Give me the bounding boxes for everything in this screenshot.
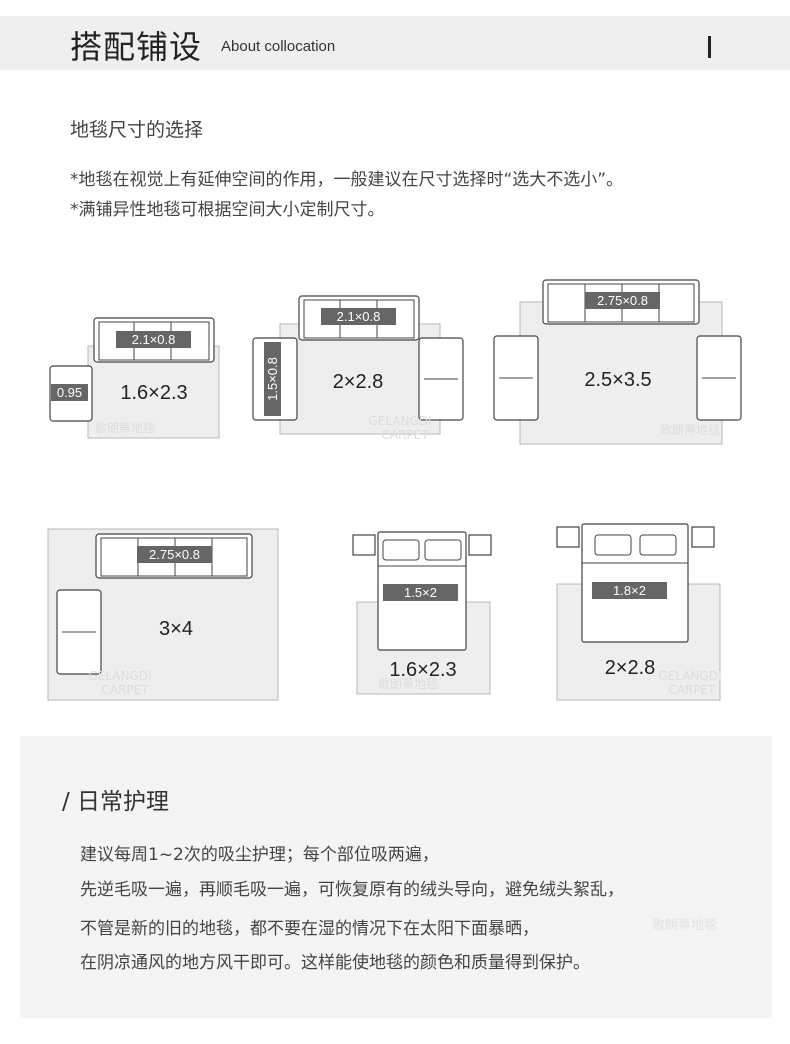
sofa-size-label: 2.75×0.8 (149, 547, 200, 562)
watermark-en-2: CARPET (381, 428, 429, 442)
watermark: 歌朗蒂地毯 (378, 676, 438, 691)
sofa-size-tag (585, 292, 660, 309)
rug-size-label: 1.6×2.3 (120, 382, 187, 404)
watermark: 歌朗蒂地毯 (660, 422, 720, 437)
nightstand-icon (352, 534, 376, 556)
chair-size-tag (51, 384, 88, 401)
side-size-label: 1.5×0.8 (265, 357, 280, 401)
sofa-seat (547, 283, 695, 323)
care-line-4: 在阴凉通风的地方风干即可。这样能使地毯的颜色和质量得到保护。 (80, 953, 590, 973)
pillow-icon (639, 534, 677, 556)
bed-size-tag (383, 584, 458, 601)
sofa-size-tag (116, 331, 191, 348)
sofa-size-label: 2.75×0.8 (597, 293, 648, 308)
sofa-size-tag (137, 546, 212, 563)
care-title: / 日常护理 (62, 789, 170, 815)
care-line-3: 不管是新的旧的地毯，都不要在湿的情况下在太阳下面暴晒， (80, 919, 539, 939)
watermark-en: GELANGDI (368, 414, 431, 428)
rug-size-label: 3×4 (159, 618, 193, 640)
header-divider (708, 36, 711, 58)
diagram-4: 2.75×0.8 3×4 GELANGDI CARPET (47, 528, 279, 701)
care-line-2: 先逆毛吸一遍，再顺毛吸一遍，可恢复原有的绒头导向，避免绒头絮乱， (80, 880, 624, 900)
watermark-en: GELANGDI (658, 669, 721, 683)
side-size-tag (264, 342, 281, 416)
rug-size-label: 2×2.8 (333, 371, 384, 393)
rug-size-label: 2.5×3.5 (584, 369, 651, 391)
page-subtitle: About collocation (221, 38, 336, 55)
rug-area (279, 323, 441, 435)
pillow-icon (594, 534, 632, 556)
watermark-en-2: CARPET (668, 683, 716, 697)
rug-size-label: 2×2.8 (605, 657, 656, 679)
nightstand-icon (691, 526, 715, 548)
watermark-en: GELANGDI (88, 669, 151, 683)
note-1: *地毯在视觉上有延伸空间的作用，一般建议在尺寸选择时“选大不选小”。 (70, 170, 624, 190)
note-2: *满铺异性地毯可根据空间大小定制尺寸。 (70, 200, 385, 220)
bed-size-tag (592, 582, 667, 599)
rug-size-diagrams: 2.1×0.8 0.95 1.6×2.3 歌朗蒂地毯 2.1×0.8 1.5×0… (47, 279, 742, 701)
diagram-5: 1.5×2 1.6×2.3 歌朗蒂地毯 (352, 531, 492, 695)
watermark: 歌朗蒂地毯 (95, 420, 155, 435)
care-line-1: 建议每周1~2次的吸尘护理；每个部位吸两遍， (80, 845, 439, 865)
care-panel: / 日常护理 建议每周1~2次的吸尘护理；每个部位吸两遍， 先逆毛吸一遍，再顺毛… (20, 736, 772, 1018)
nightstand-icon (468, 534, 492, 556)
section-title: 地毯尺寸的选择 (70, 119, 204, 141)
watermark-en-2: CARPET (101, 683, 149, 697)
pillow-icon (424, 539, 462, 561)
diagram-2: 2.1×0.8 1.5×0.8 2×2.8 GELANGDI CARPET (252, 295, 464, 442)
page-title: 搭配铺设 (70, 28, 203, 66)
sofa-size-label: 2.1×0.8 (337, 309, 381, 324)
watermark: 歌朗蒂地毯 (652, 918, 718, 933)
pillow-icon (382, 539, 420, 561)
sofa-size-tag (321, 308, 396, 325)
diagram-1: 2.1×0.8 0.95 1.6×2.3 歌朗蒂地毯 (49, 317, 220, 439)
header-bar: 搭配铺设 About collocation (0, 16, 790, 70)
diagram-6: 1.8×2 2×2.8 GELANGDI CARPET (556, 523, 722, 701)
diagram-3: 2.75×0.8 2.5×3.5 歌朗蒂地毯 (493, 279, 742, 445)
bed-size-label: 1.8×2 (613, 583, 646, 598)
chair-size-label: 0.95 (57, 385, 82, 400)
rug-size-label: 1.6×2.3 (389, 659, 456, 681)
nightstand-icon (556, 526, 580, 548)
sofa-size-label: 2.1×0.8 (132, 332, 176, 347)
bed-size-label: 1.5×2 (404, 585, 437, 600)
